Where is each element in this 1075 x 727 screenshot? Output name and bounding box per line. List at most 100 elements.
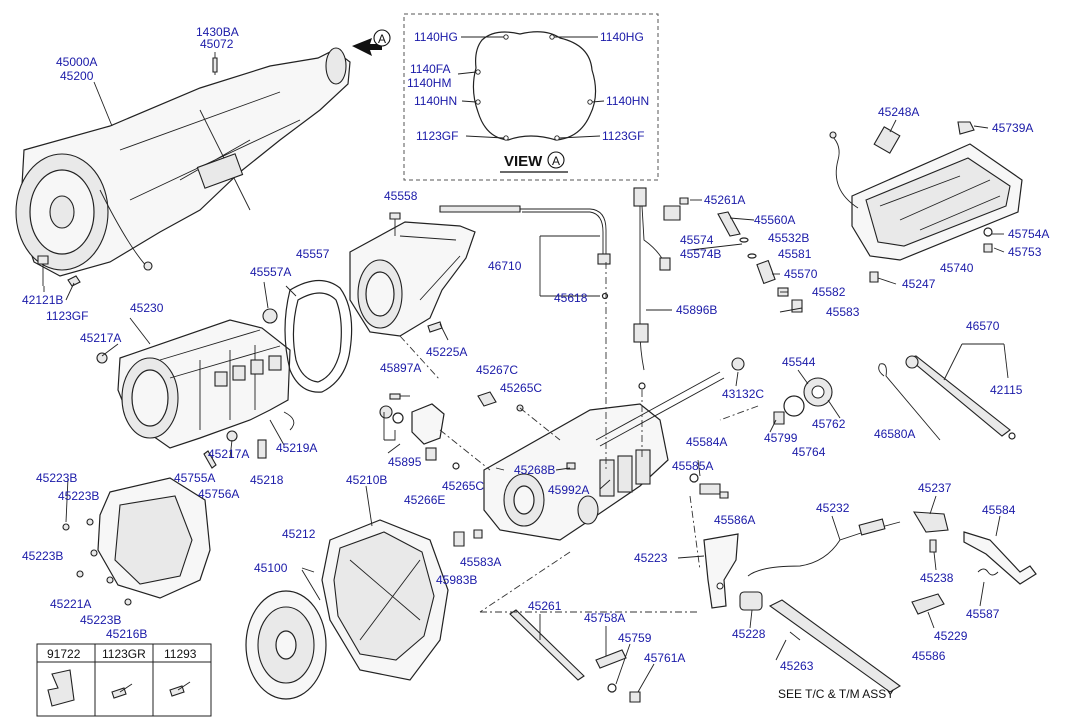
bracket-45223 <box>703 533 739 609</box>
lever-45584 <box>963 531 1037 585</box>
part-label: 45072 <box>200 37 234 51</box>
part-label: 45268B <box>514 463 555 477</box>
see-note: SEE T/C & T/M ASSY <box>778 687 894 701</box>
part-label: 46580A <box>874 427 915 441</box>
part-label: 45570 <box>784 267 818 281</box>
part-label: 45897A <box>380 361 421 375</box>
part-label: 45764 <box>792 445 826 459</box>
part-label: 45265C <box>500 381 542 395</box>
part-label: 45238 <box>920 571 954 585</box>
part-label: 45586 <box>912 649 946 663</box>
extension-housing <box>349 221 476 337</box>
assembly-lines <box>399 262 759 613</box>
converter-housing-45210b <box>62 477 211 606</box>
view-a-gasket-outline <box>472 31 597 141</box>
part-label: 45230 <box>130 301 164 315</box>
part-label: 45266E <box>404 493 445 507</box>
view-a-marker: A <box>552 154 560 168</box>
part-label: 45574 <box>680 233 714 247</box>
part-label: 45223 <box>634 551 668 565</box>
part-label: 1430BA <box>196 25 239 39</box>
part-label: 45582 <box>812 285 846 299</box>
part-label: 45762 <box>812 417 846 431</box>
part-label: 45759 <box>618 631 652 645</box>
sensor-45560a <box>663 197 803 313</box>
part-label: 45223B <box>58 489 99 503</box>
part-label: 45265C <box>442 479 484 493</box>
oil-pan-45740 <box>829 121 1023 283</box>
part-label: 45218 <box>250 473 284 487</box>
part-label: 45544 <box>782 355 816 369</box>
part-label: 45232 <box>816 501 850 515</box>
legend-col-2: 1123GR <box>102 647 146 661</box>
part-label: 45896B <box>676 303 717 317</box>
part-label: 45217A <box>208 447 249 461</box>
part-label: 43132C <box>722 387 764 401</box>
part-label: 45761A <box>644 651 685 665</box>
view-a-callout-5: 1140HN <box>414 94 457 108</box>
part-label: 45237 <box>918 481 952 495</box>
part-label: 45557 <box>296 247 330 261</box>
part-label: 46570 <box>966 319 1000 333</box>
view-a-callout-4: 1140HM <box>407 76 451 90</box>
dipstick-tube-46570 <box>878 343 1016 441</box>
view-a-title: VIEW <box>504 153 543 170</box>
torque-converter-45100 <box>245 569 327 700</box>
part-label: 45223B <box>22 549 63 563</box>
view-a-callout-8: 1123GF <box>602 129 644 143</box>
legend-col-3: 11293 <box>164 647 197 661</box>
shaft-45261 <box>509 609 585 681</box>
part-label: 42121B <box>22 293 63 307</box>
bolt-42121b <box>37 255 81 301</box>
part-label: 45229 <box>934 629 968 643</box>
part-label: 45618 <box>554 291 588 305</box>
part-label: 45740 <box>940 261 974 275</box>
part-label: 45754A <box>1008 227 1049 241</box>
valve-body-45895 <box>379 393 445 461</box>
part-label: 45216B <box>106 627 147 641</box>
housing-45210b-right <box>321 519 449 681</box>
part-label: 45100 <box>254 561 288 575</box>
part-label: 45000A <box>56 55 97 69</box>
part-label: 45560A <box>754 213 795 227</box>
part-label: 46710 <box>488 259 522 273</box>
part-label: 45756A <box>198 487 239 501</box>
bracket-91722-icon <box>47 669 75 707</box>
part-label: 45267C <box>476 363 518 377</box>
part-label: 45739A <box>992 121 1033 135</box>
view-a-callout-2: 1140HG <box>600 30 644 44</box>
view-a-callout-7: 1123GF <box>416 129 458 143</box>
gear-45762 <box>731 357 833 425</box>
part-label: 45585A <box>672 459 713 473</box>
part-label: 45992A <box>548 483 589 497</box>
transmission-assembly <box>15 47 351 277</box>
part-label: 45221A <box>50 597 91 611</box>
part-label: 45799 <box>764 431 798 445</box>
part-label: 45223B <box>80 613 121 627</box>
part-label: 45261 <box>528 599 562 613</box>
part-label: 45753 <box>1008 245 1042 259</box>
gasket-45557 <box>284 279 353 393</box>
part-label: 42115 <box>990 383 1023 397</box>
view-a-callout-6: 1140HN <box>606 94 649 108</box>
view-a-callout-3: 1140FA <box>410 62 450 76</box>
part-label: 45755A <box>174 471 215 485</box>
cable-46710 <box>439 205 611 300</box>
part-label: 45558 <box>384 189 418 203</box>
view-a-callout-1: 1140HG <box>414 30 458 44</box>
part-label: 45583 <box>826 305 860 319</box>
transfer-case-housing <box>483 371 725 541</box>
part-label: 45247 <box>902 277 936 291</box>
part-label: 45983B <box>436 573 477 587</box>
part-label: 45532B <box>768 231 809 245</box>
part-label: 45263 <box>780 659 814 673</box>
shaft-45263 <box>768 599 901 693</box>
part-label: 45225A <box>426 345 467 359</box>
shift-cable-45232 <box>747 518 901 577</box>
part-label: 45584 <box>982 503 1016 517</box>
part-label: 45583A <box>460 555 501 569</box>
legend-col-1: 91722 <box>47 647 81 661</box>
part-label: 45261A <box>704 193 745 207</box>
part-label: 45581 <box>778 247 812 261</box>
